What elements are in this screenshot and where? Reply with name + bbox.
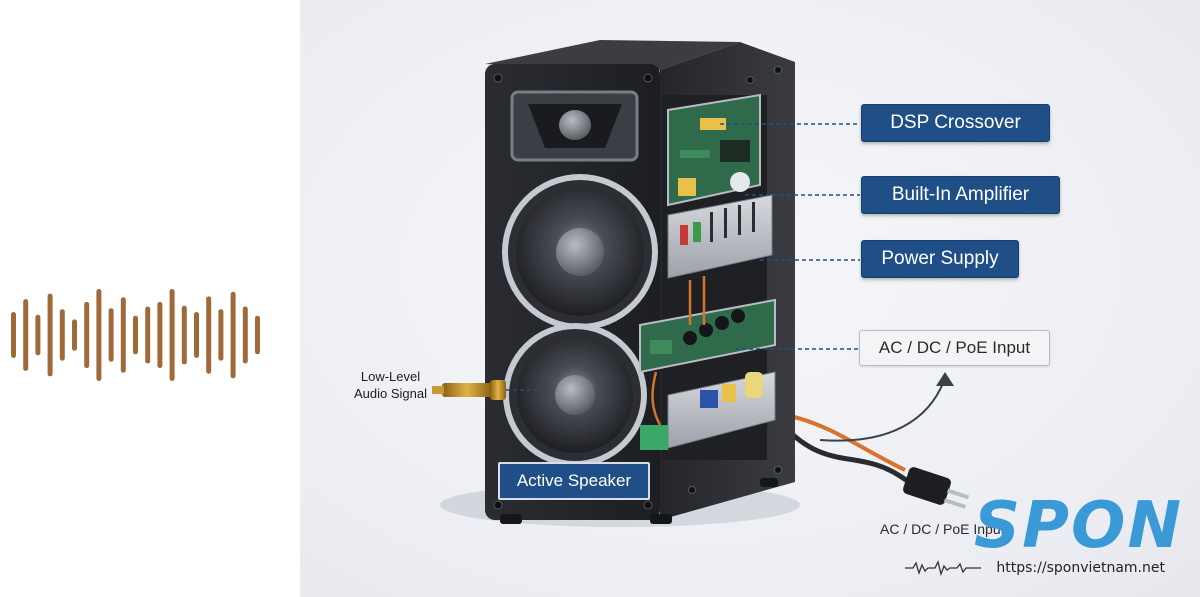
cabinet-screws [493, 66, 782, 510]
waveform-bar [181, 305, 187, 365]
dsp-crossover-board [667, 93, 761, 207]
waveform-bar [120, 297, 126, 373]
input-board [640, 371, 776, 450]
waveform-bar [96, 289, 102, 381]
cabinet-foot [760, 478, 778, 487]
waveform-bar [230, 291, 236, 379]
cabinet-foot [650, 514, 672, 524]
waveform-bar [157, 301, 163, 369]
cabinet-top [485, 40, 740, 70]
woofer-lower [503, 323, 647, 467]
signal-label-line1: Low-Level [360, 369, 421, 384]
waveform-bar [169, 289, 175, 381]
brand-logo-text: SPON [974, 489, 1183, 563]
amplifier-board [667, 194, 773, 279]
input-arrow [819, 377, 946, 442]
rca-input-connector-icon [432, 380, 506, 400]
sound-waveform-icon [11, 289, 260, 381]
waveform-bar [59, 309, 65, 361]
cabinet-foot [500, 514, 522, 524]
tweeter-horn [510, 90, 639, 162]
waveform-bar [35, 314, 41, 356]
power-plug-icon [903, 467, 970, 509]
waveform-bar [194, 312, 199, 358]
power-supply-board [639, 298, 776, 374]
internal-wires [651, 276, 706, 426]
waveform-bar [108, 308, 114, 362]
signal-label-line2: Audio Signal [354, 386, 427, 401]
callout-dsp-crossover: DSP Crossover [861, 104, 1050, 142]
callout-power-supply: Power Supply [861, 240, 1019, 278]
waveform-bar [206, 296, 212, 374]
low-level-audio-signal-label: Low-Level Audio Signal [338, 368, 443, 402]
waveform-bar [11, 312, 16, 358]
woofer-upper [502, 174, 658, 330]
power-cable-orange [789, 414, 906, 472]
input-arrowhead [936, 372, 954, 386]
waveform-bar [84, 301, 90, 369]
plug-input-label: AC / DC / PoE Input [880, 521, 1005, 537]
waveform-bar [218, 309, 224, 361]
active-speaker-badge: Active Speaker [498, 462, 650, 500]
waveform-bar [255, 315, 260, 355]
waveform-bar [72, 319, 77, 351]
leader-lines [506, 123, 860, 391]
waveform-bar [242, 306, 248, 364]
waveform-bar [47, 293, 53, 377]
waveform-panel [0, 0, 300, 597]
waveform-bar [23, 299, 29, 371]
callout-input: AC / DC / PoE Input [859, 330, 1050, 366]
waveform-bar [133, 315, 138, 355]
waveform-bar [145, 306, 151, 364]
callout-built-in-amplifier: Built-In Amplifier [861, 176, 1060, 214]
brand-wave-icon [905, 560, 981, 576]
brand-url: https://sponvietnam.net [996, 560, 1165, 576]
